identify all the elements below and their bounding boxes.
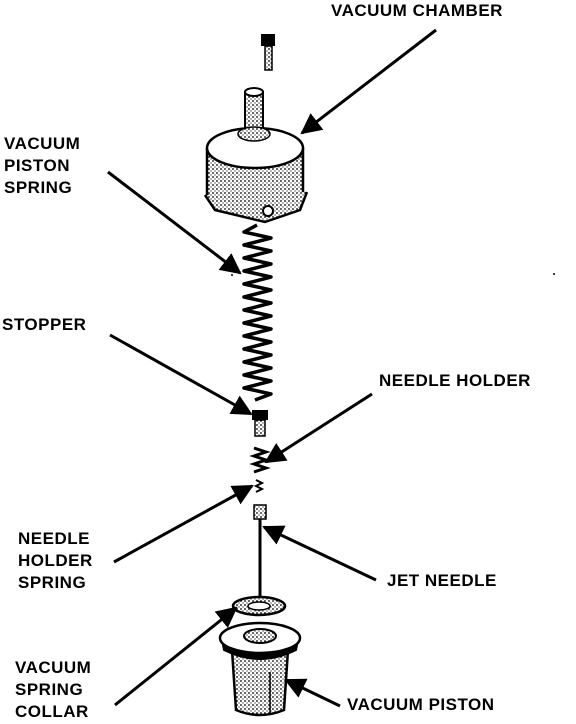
label-stopper: STOPPER: [2, 315, 87, 334]
arrow-vacuum-chamber: [300, 28, 437, 135]
vacuum-chamber-part: [203, 87, 309, 224]
label-vacuum-spring-collar: VACUUM SPRING COLLAR: [15, 658, 92, 721]
vacuum-piston-part: [218, 621, 302, 717]
stopper-part: [252, 410, 268, 437]
label-jet-needle: JET NEEDLE: [387, 571, 497, 590]
arrow-needle-holder: [264, 392, 373, 464]
arrow-needle-holder-spring: [113, 484, 254, 564]
jet-needle-part: [253, 504, 267, 604]
label-needle-holder-spring: NEEDLE HOLDER SPRING: [18, 529, 93, 592]
vacuum-spring-collar-part: [231, 595, 287, 617]
label-vacuum-piston: VACUUM PISTON: [347, 695, 495, 714]
label-vacuum-piston-spring: VACUUM PISTON SPRING: [4, 134, 81, 197]
arrow-jet-needle: [262, 525, 377, 582]
vacuum-piston-spring-part: [242, 223, 273, 402]
label-vacuum-chamber: VACUUM CHAMBER: [331, 1, 503, 20]
arrow-vacuum-spring-collar: [114, 606, 238, 707]
needle-holder-part: [249, 446, 271, 474]
arrow-vacuum-piston: [284, 678, 341, 708]
chamber-screw: [261, 34, 275, 71]
leader-lines: [107, 28, 437, 708]
arrow-vacuum-piston-spring: [107, 170, 242, 275]
arrow-stopper: [109, 333, 253, 416]
label-needle-holder: NEEDLE HOLDER: [379, 371, 531, 390]
needle-holder-spring-part: [253, 479, 265, 493]
